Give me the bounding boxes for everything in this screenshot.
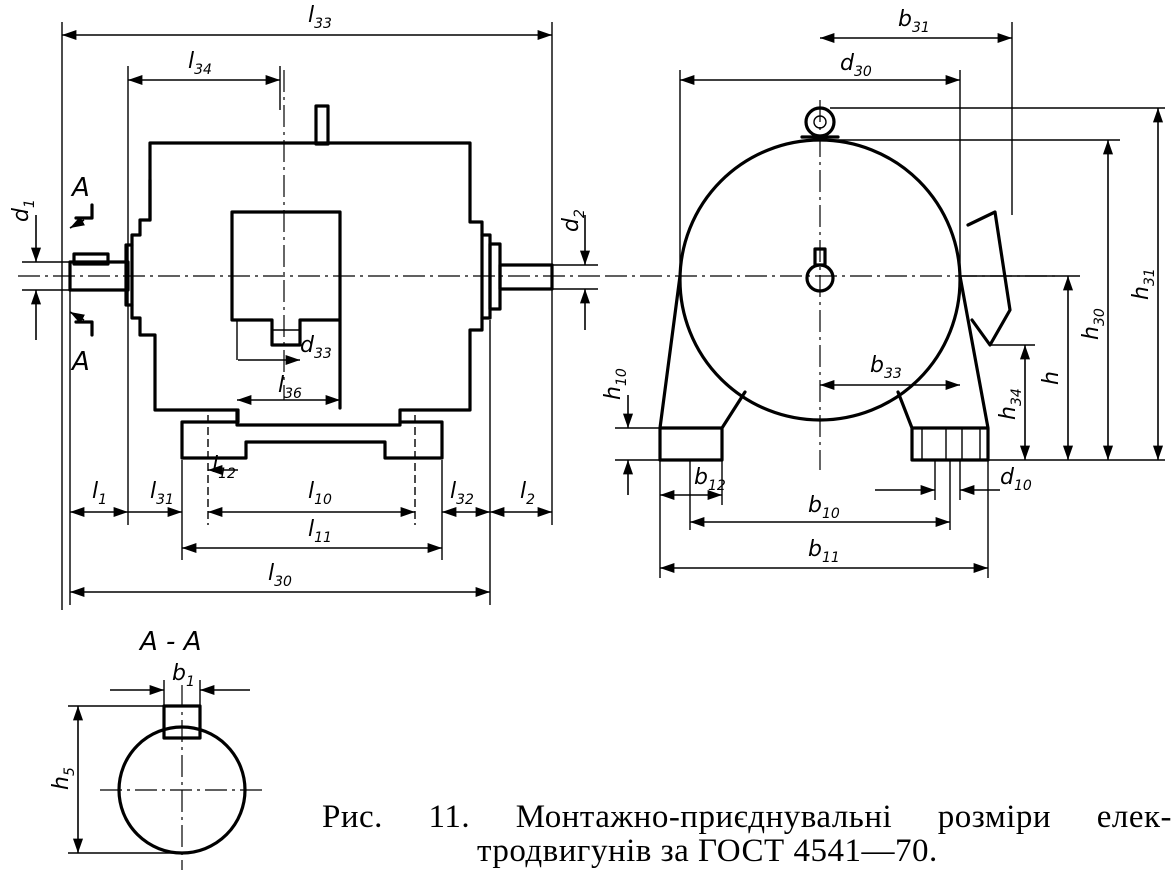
label-l10: l10	[308, 479, 332, 508]
front-terminal-box	[966, 210, 1012, 347]
section-mark	[74, 203, 94, 337]
label-l36: l36	[278, 373, 302, 402]
label-d33: d33	[300, 333, 332, 362]
label-b33: b33	[870, 353, 902, 382]
right-shaft	[498, 263, 554, 291]
label-d10: d10	[1000, 465, 1032, 494]
motor-body-outline	[130, 141, 484, 427]
label-l2: l2	[520, 479, 535, 508]
label-h31: h31	[1129, 268, 1158, 300]
terminal-box	[230, 210, 342, 410]
label-b12: b12	[694, 465, 726, 494]
left-shaft-key	[72, 252, 110, 266]
label-l34: l34	[188, 49, 212, 78]
label-l1: l1	[92, 479, 107, 508]
shaft-key	[813, 247, 827, 267]
label-d1: d1	[9, 199, 38, 222]
label-l12: l12	[212, 453, 236, 482]
label-l32: l32	[450, 479, 474, 508]
label-h5: h5	[49, 767, 78, 790]
front-feet	[658, 274, 990, 462]
section-marker-bottom: A	[70, 347, 90, 377]
section-title: A - A	[138, 627, 201, 657]
label-b10: b10	[808, 493, 840, 522]
label-l30: l30	[268, 561, 292, 590]
side-view: A A l33 l34 d1	[9, 3, 600, 610]
label-h: h	[1039, 371, 1064, 385]
label-d30: d30	[840, 51, 872, 80]
left-end-shield	[124, 178, 152, 307]
label-l11: l11	[308, 517, 332, 546]
label-b11: b11	[808, 537, 840, 566]
figure-caption: Рис. 11. Монтажно-приєднувальні розміри …	[322, 800, 1172, 868]
motor-feet	[180, 408, 444, 460]
front-view: b31 d30 b33 h31 h30 h h34 h10 b12 d10 b1…	[601, 7, 1165, 578]
label-h10: h10	[601, 368, 630, 400]
label-h30: h30	[1079, 308, 1108, 340]
label-l33: l33	[308, 3, 332, 32]
label-h34: h34	[996, 388, 1025, 420]
label-d2: d2	[559, 209, 588, 232]
foot-hole-right	[961, 427, 981, 461]
caption-line-2: тродвигунів за ГОСТ 4541—70.	[477, 833, 938, 869]
foot-hole-left	[921, 427, 947, 461]
terminal-box-detail	[236, 320, 300, 360]
section-a-a: A - A b1 h5	[49, 627, 265, 870]
label-l31: l31	[150, 479, 174, 508]
label-b1: b1	[172, 661, 195, 690]
caption-line-1: Рис. 11. Монтажно-приєднувальні розміри …	[322, 799, 1172, 835]
label-b31: b31	[898, 7, 930, 36]
eye-bolt	[314, 104, 330, 146]
section-marker-top: A	[70, 173, 90, 203]
